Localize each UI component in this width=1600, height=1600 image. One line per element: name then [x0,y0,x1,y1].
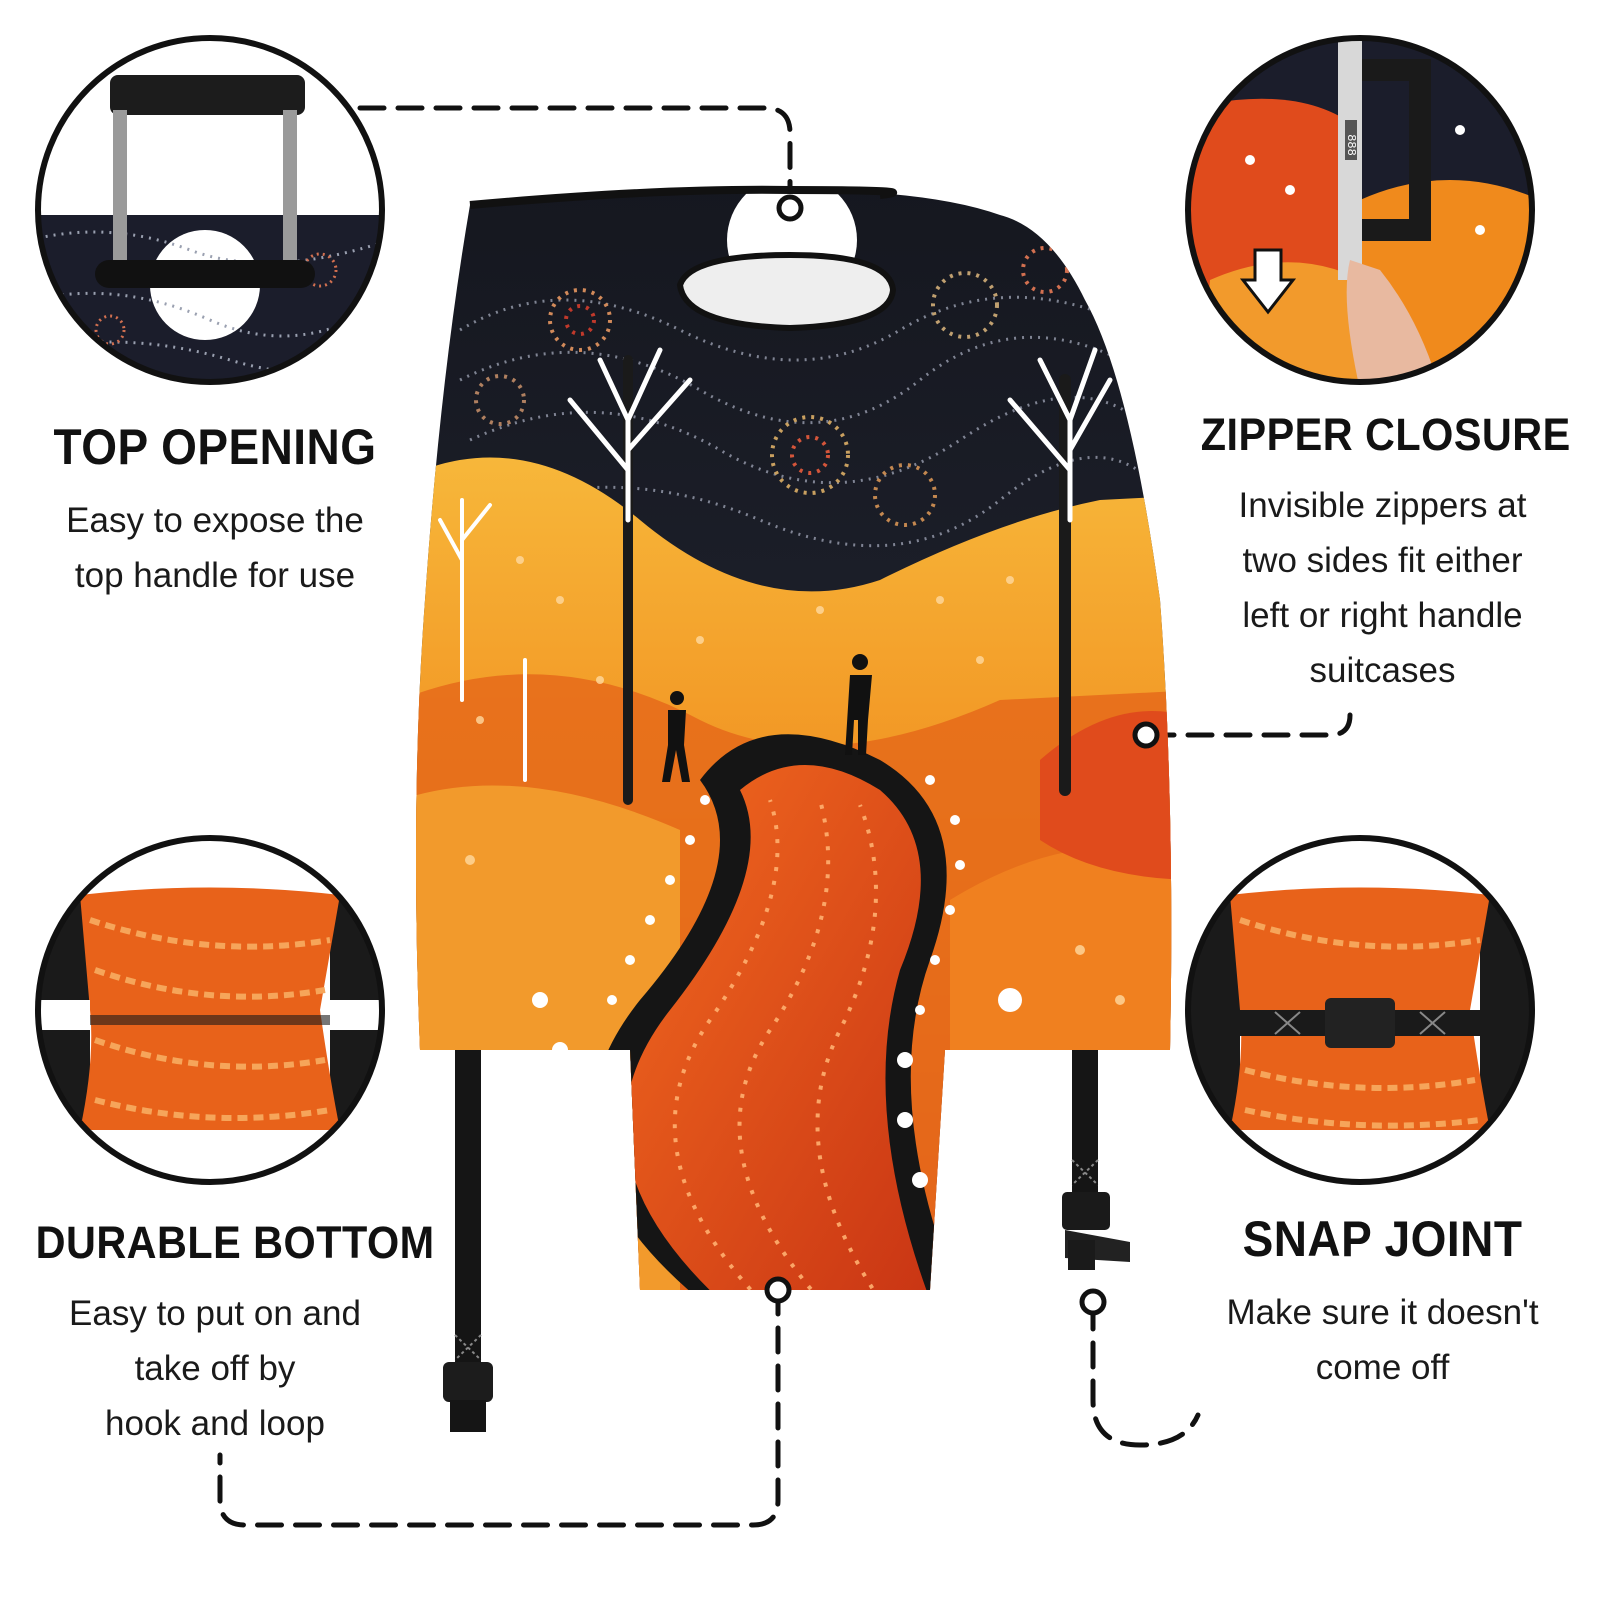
leader-durable-bottom [217,1287,781,1528]
feature-title: TOP OPENING [53,419,377,475]
feature-title: ZIPPER CLOSURE [1200,409,1571,460]
feature-top-opening: TOP OPENING Easy to expose the top handl… [20,420,410,603]
left-strap [443,1050,493,1432]
right-strap [1062,1050,1130,1270]
leader-snap [1090,1302,1201,1448]
leader-top-opening [357,105,793,208]
detail-bottom-circle [35,835,385,1185]
lock-code: 888 [1344,134,1358,156]
feature-zipper-closure: ZIPPER CLOSURE Invisible zippers at two … [1185,410,1580,698]
top-opening-hole [676,251,897,332]
feature-description: Easy to put on and take off by hook and … [69,1293,361,1443]
arrow-down-icon [1239,248,1297,315]
leader-lines [217,105,1353,1528]
feature-durable-bottom: DURABLE BOTTOM Easy to put on and take o… [20,1217,435,1451]
feature-title: SNAP JOINT [1242,1211,1523,1267]
walking-figures [662,654,872,782]
feature-description: Invisible zippers at two sides fit eithe… [1238,485,1527,690]
cover-outline [469,185,897,209]
feature-description: Easy to expose the top handle for use [66,501,364,595]
feature-description: Make sure it doesn't come off [1226,1293,1539,1387]
detail-zipper-circle: 888 [1185,35,1535,385]
leader-dots [764,194,1160,1316]
feature-title: DURABLE BOTTOM [35,1217,435,1268]
feature-snap-joint: SNAP JOINT Make sure it doesn't come off [1185,1212,1580,1395]
detail-snap-circle [1185,835,1535,1185]
detail-top-handle-circle [35,35,385,385]
leader-zipper [1147,712,1353,738]
